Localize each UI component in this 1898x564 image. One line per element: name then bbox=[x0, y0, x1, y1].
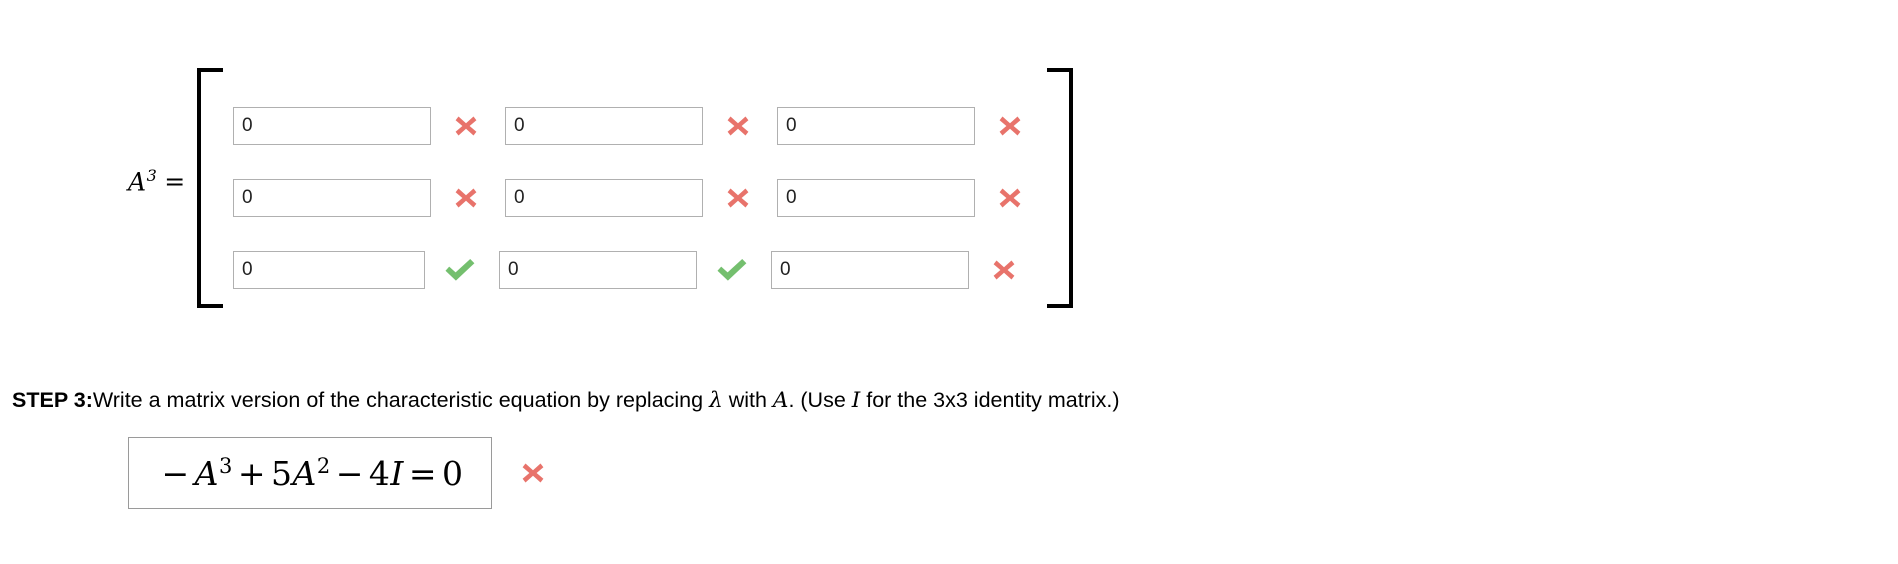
eq-var-a-2: A bbox=[292, 453, 317, 493]
step3-label: STEP 3: bbox=[12, 388, 93, 412]
matrix-cell bbox=[771, 251, 1043, 289]
step3-variable-a: A bbox=[772, 388, 789, 413]
step3-text-part2: with bbox=[722, 388, 773, 412]
matrix-cell bbox=[233, 107, 505, 145]
status-icon-x bbox=[443, 183, 489, 213]
eq-zero: 0 bbox=[442, 453, 464, 493]
matrix-cell bbox=[499, 251, 771, 289]
matrix-cell bbox=[505, 107, 777, 145]
eq-coefficient-4: 4 bbox=[368, 453, 391, 493]
matrix-row bbox=[233, 234, 1049, 306]
status-icon-x bbox=[987, 111, 1033, 141]
matrix-bracket-right bbox=[1047, 68, 1073, 308]
status-icon-x bbox=[510, 458, 556, 488]
step3-text-part4: for the 3x3 identity matrix.) bbox=[860, 388, 1120, 412]
matrix-row bbox=[233, 162, 1049, 234]
eq-var-a-1: A bbox=[194, 453, 219, 493]
answer-equation-math: −A3+5A2−4I=0 bbox=[156, 454, 463, 493]
eq-exponent-2: 2 bbox=[316, 453, 331, 478]
matrix-input-r3c3[interactable] bbox=[771, 251, 969, 289]
matrix-bracket-left bbox=[197, 68, 223, 308]
matrix-grid bbox=[233, 90, 1049, 306]
answer-equation-row: −A3+5A2−4I=0 bbox=[128, 437, 556, 509]
eq-plus: + bbox=[237, 453, 266, 493]
matrix-label-equals: = bbox=[164, 167, 186, 197]
matrix-label: A3 = bbox=[128, 166, 186, 196]
eq-coefficient-5: 5 bbox=[270, 453, 293, 493]
matrix-input-r2c1[interactable] bbox=[233, 179, 431, 217]
eq-minus-2: − bbox=[335, 453, 364, 493]
matrix-input-r2c2[interactable] bbox=[505, 179, 703, 217]
eq-equals: = bbox=[408, 453, 438, 493]
matrix-label-base: A bbox=[128, 167, 147, 197]
answer-equation-box[interactable]: −A3+5A2−4I=0 bbox=[128, 437, 492, 509]
matrix-cell bbox=[233, 179, 505, 217]
status-icon-x bbox=[715, 183, 761, 213]
matrix-input-r3c2[interactable] bbox=[499, 251, 697, 289]
eq-minus-1: − bbox=[161, 453, 190, 493]
status-icon-check bbox=[709, 255, 755, 285]
matrix-input-r3c1[interactable] bbox=[233, 251, 425, 289]
matrix-label-exponent: 3 bbox=[146, 166, 158, 185]
eq-identity-i: I bbox=[390, 453, 404, 493]
step3-lambda-symbol: λ bbox=[709, 388, 723, 413]
matrix-cell bbox=[233, 251, 499, 289]
eq-exponent-3: 3 bbox=[218, 453, 233, 478]
matrix-answer-block: A3 = bbox=[128, 68, 1073, 308]
step3-variable-i: I bbox=[851, 388, 861, 413]
status-icon-x bbox=[987, 183, 1033, 213]
matrix-input-r2c3[interactable] bbox=[777, 179, 975, 217]
matrix-row bbox=[233, 90, 1049, 162]
status-icon-check bbox=[437, 255, 483, 285]
matrix-input-r1c3[interactable] bbox=[777, 107, 975, 145]
step3-text-part3: . (Use bbox=[788, 388, 852, 412]
status-icon-x bbox=[981, 255, 1027, 285]
matrix-cell bbox=[777, 107, 1049, 145]
status-icon-x bbox=[443, 111, 489, 141]
step3-instruction: STEP 3:Write a matrix version of the cha… bbox=[12, 385, 1120, 416]
status-icon-x bbox=[715, 111, 761, 141]
matrix-input-r1c1[interactable] bbox=[233, 107, 431, 145]
step3-text-part1: Write a matrix version of the characteri… bbox=[92, 388, 710, 412]
matrix-input-r1c2[interactable] bbox=[505, 107, 703, 145]
matrix-cell bbox=[777, 179, 1049, 217]
matrix-cell bbox=[505, 179, 777, 217]
